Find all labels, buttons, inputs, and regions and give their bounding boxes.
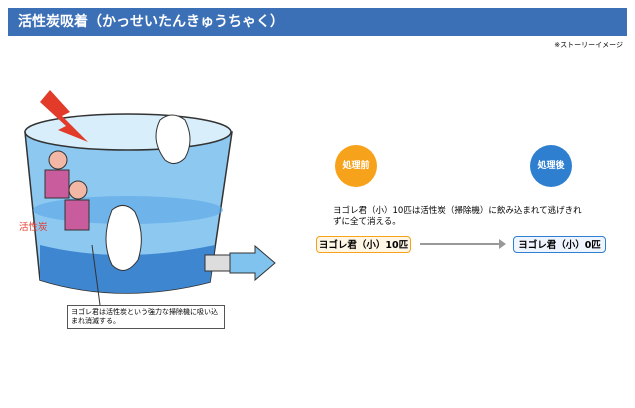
- page-title-bar: 活性炭吸着（かっせいたんきゅうちゃく）: [8, 8, 627, 36]
- illustration-caption: ヨゴレ君は活性炭という強力な掃除機に吸い込まれ消滅する。: [67, 305, 225, 329]
- page-title: 活性炭吸着（かっせいたんきゅうちゃく）: [18, 14, 284, 30]
- before-count-box: ヨゴレ君（小）10匹: [316, 236, 411, 253]
- tank-illustration: [24, 90, 276, 306]
- charcoal-label: 活性炭: [19, 222, 48, 233]
- story-note: ※ストーリーイメージ: [554, 41, 623, 49]
- before-badge: 処理前: [335, 145, 377, 187]
- process-description: ヨゴレ君（小）10匹は活性炭（掃除機）に飲み込まれて逃げきれずに全て消える。: [333, 206, 582, 227]
- after-count-box: ヨゴレ君（小）0匹: [513, 236, 606, 253]
- process-arrow: [420, 239, 506, 249]
- after-badge: 処理後: [530, 145, 572, 187]
